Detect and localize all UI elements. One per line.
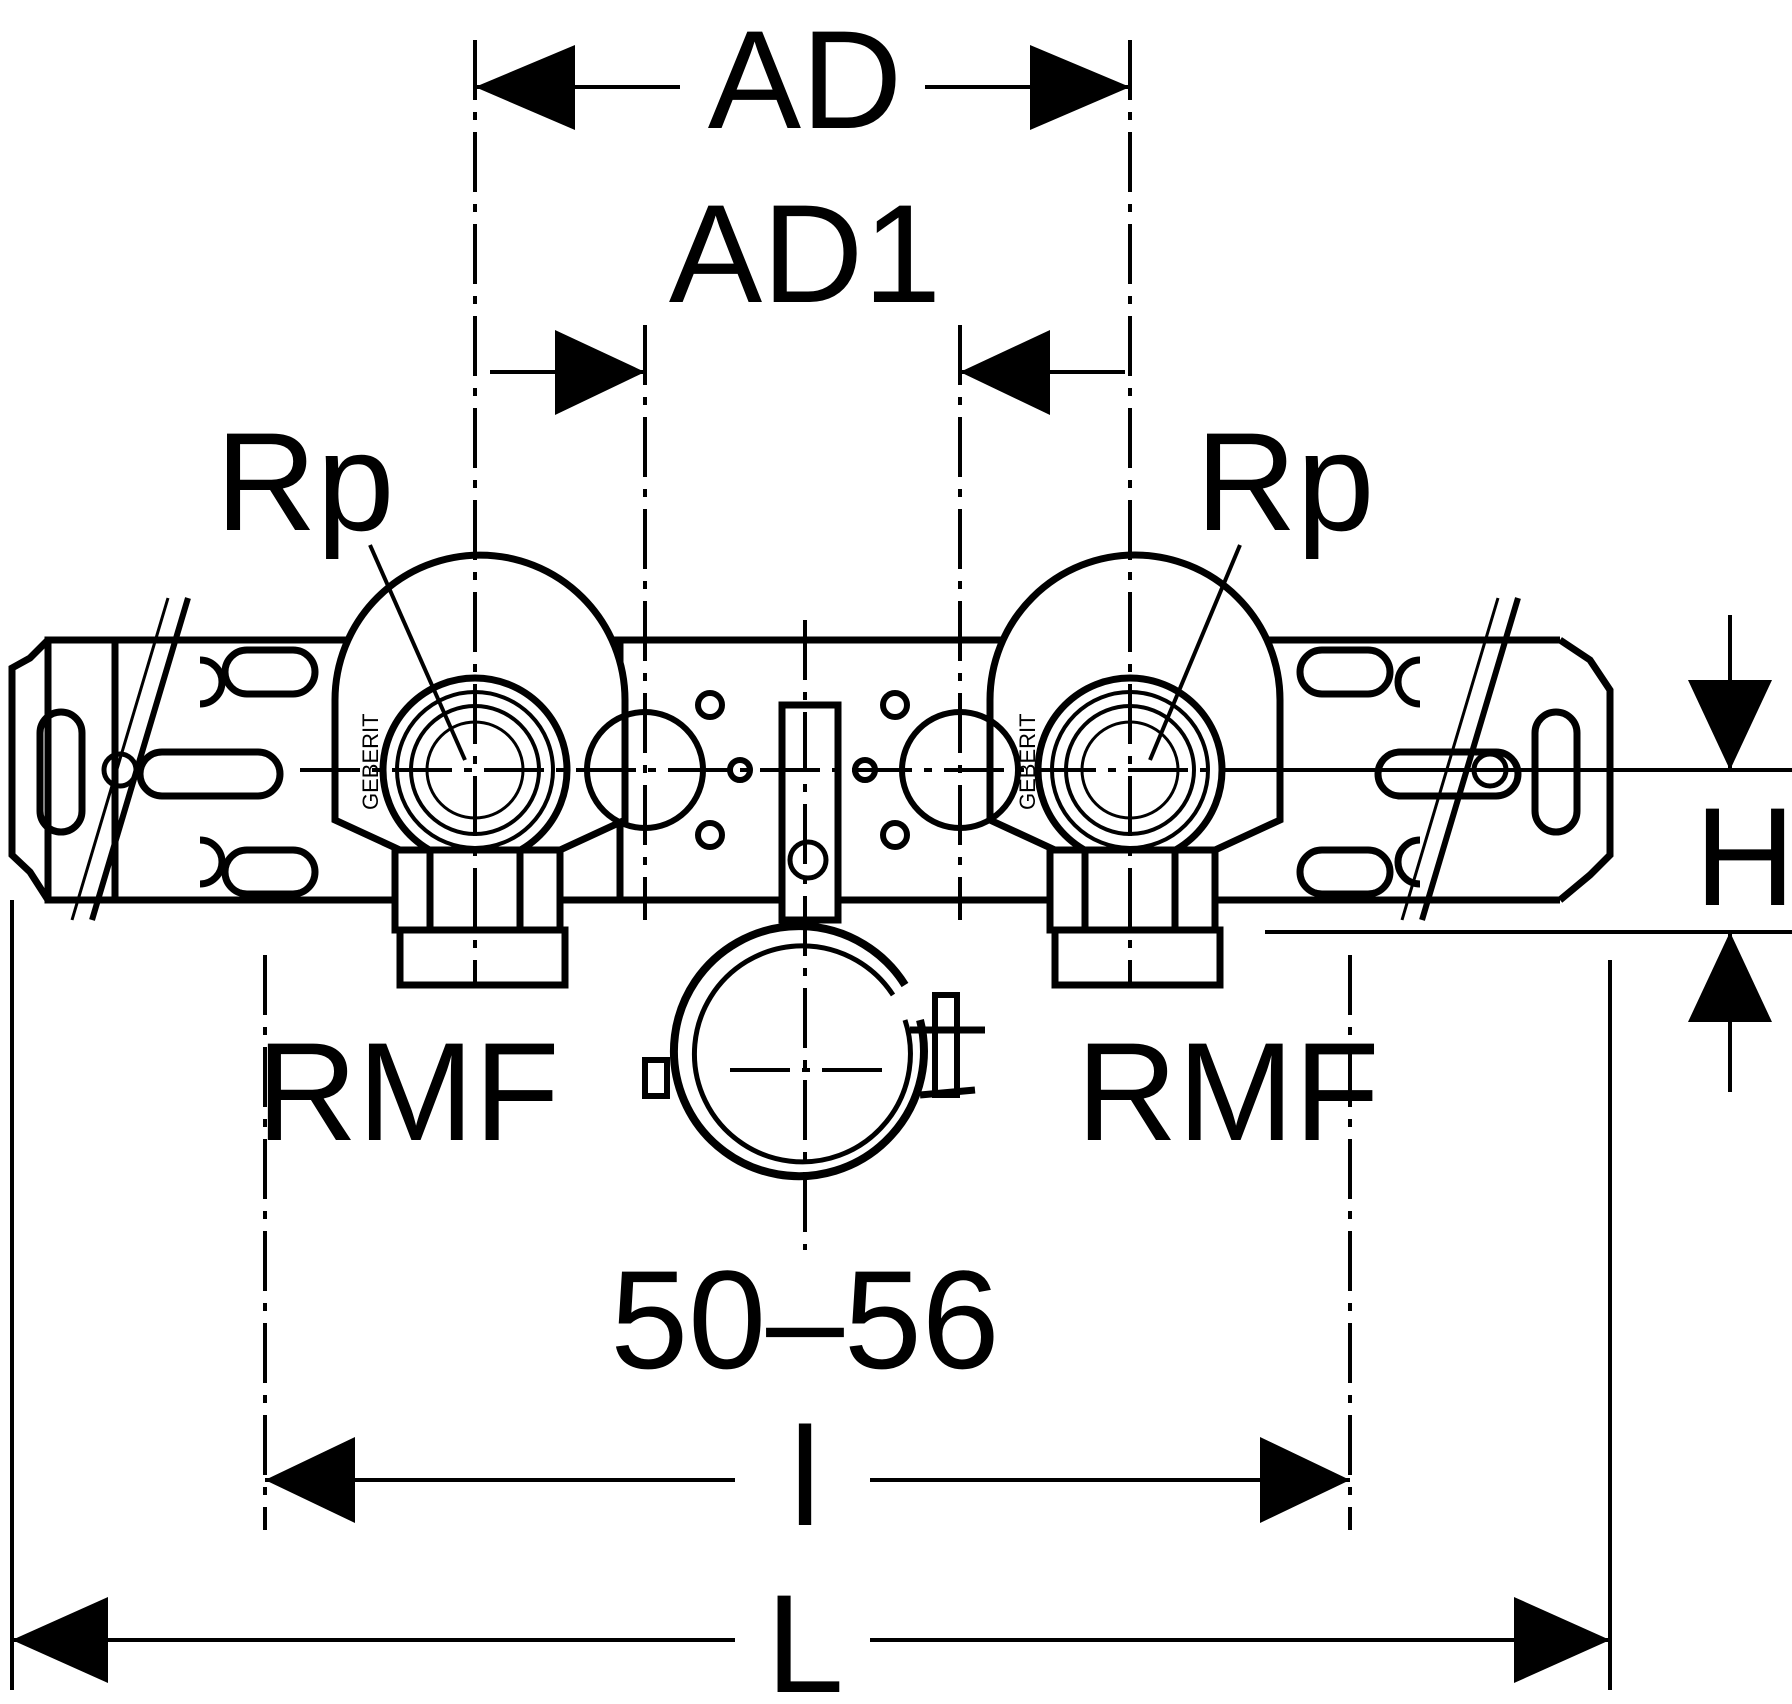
leader-rp-right	[1148, 544, 1242, 761]
extension-lines	[10, 768, 1792, 1690]
dimension-l-small	[265, 1437, 1350, 1523]
label-rp-left: Rp	[216, 403, 395, 560]
label-h: H	[1694, 778, 1792, 935]
logo-left: GEBERIT	[358, 713, 383, 810]
dimension-l-big	[12, 1597, 1610, 1683]
dimension-ad	[475, 45, 1130, 130]
label-rmf-right: RMF	[1076, 1013, 1379, 1170]
label-rmf-left: RMF	[256, 1013, 559, 1170]
label-l-big: L	[766, 1565, 844, 1704]
center-lines	[300, 40, 1330, 1250]
right-wall-elbow	[986, 551, 1284, 989]
label-rp-right: Rp	[1196, 403, 1375, 560]
label-l-small: l	[789, 1398, 820, 1555]
dimension-ad1	[490, 330, 1125, 415]
label-ad1: AD1	[669, 175, 941, 332]
label-pipe-range: 50–56	[610, 1241, 999, 1398]
leader-rp-left	[368, 544, 467, 761]
pipe-clamp	[642, 701, 985, 1181]
label-ad: AD	[708, 1, 902, 158]
dimension-h	[1688, 615, 1772, 1092]
